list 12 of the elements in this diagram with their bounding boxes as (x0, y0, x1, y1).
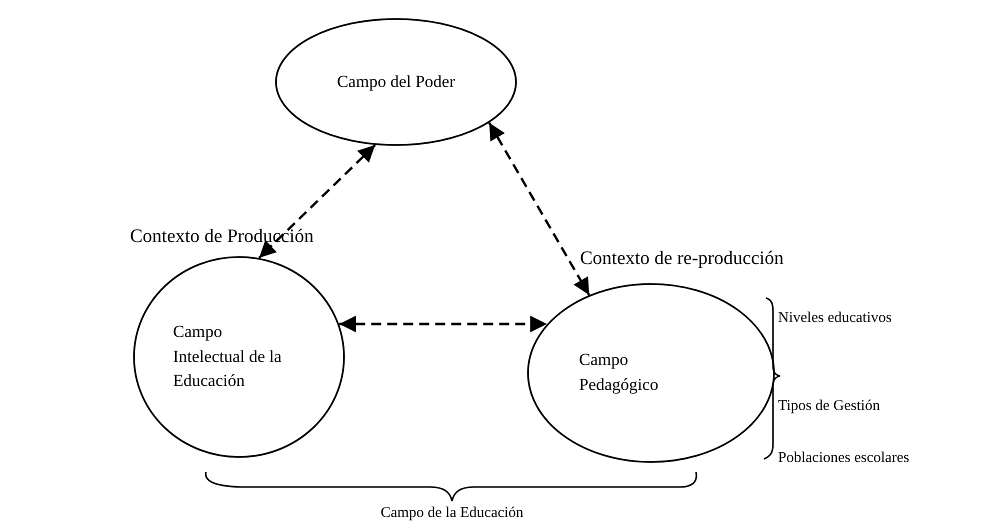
context-label: Contexto de re-producción (580, 248, 784, 270)
context-label: Contexto de Producción (130, 226, 314, 248)
node-label: Campo Pedagógico (579, 349, 660, 396)
dashed-double-arrow (258, 144, 376, 259)
node-label: Campo Intelectual de la Educación (173, 321, 283, 392)
category-label: Campo de la Educación (380, 505, 524, 522)
dashed-double-arrow (488, 122, 590, 296)
dashed-double-arrow (339, 316, 547, 332)
category-label: Tipos de Gestión (778, 398, 880, 415)
node-label: Campo del Poder (336, 70, 456, 93)
category-label: Poblaciones escolares (778, 450, 910, 467)
category-label: Niveles educativos (778, 310, 892, 327)
